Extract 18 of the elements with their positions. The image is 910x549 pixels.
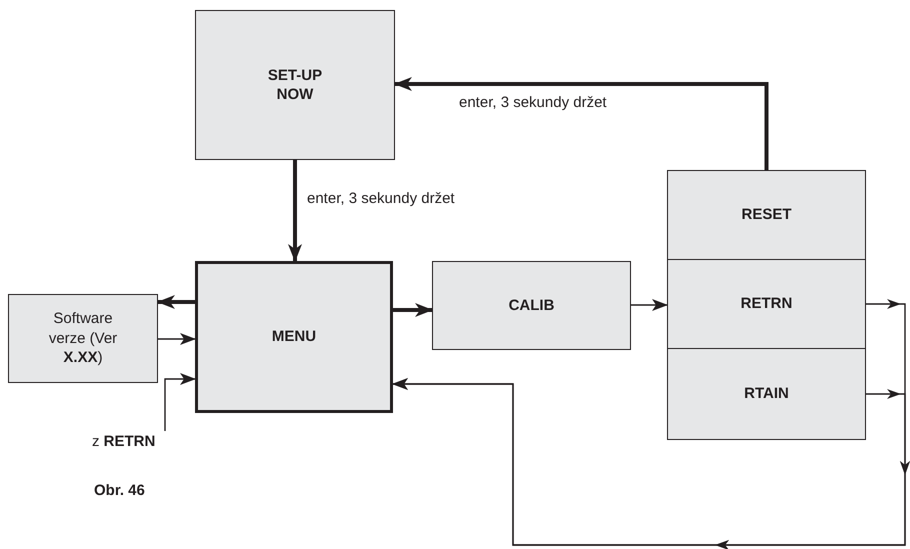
source-label: z RETRN — [92, 433, 156, 450]
menu-box — [667, 170, 866, 260]
figure-caption: Obr. 46 — [94, 482, 145, 499]
menu-box — [195, 10, 395, 160]
node-text: RESET — [741, 205, 792, 225]
menu-box — [432, 261, 631, 350]
node-text: MENU — [272, 327, 316, 347]
node-text: RETRN — [740, 294, 792, 314]
menu-box — [667, 259, 866, 349]
menu-box — [8, 294, 158, 383]
menu-box — [667, 348, 866, 440]
edge-label: enter, 3 sekundy držet — [305, 190, 457, 207]
node-text: SET-UP NOW — [266, 66, 324, 104]
node-text: RTAIN — [744, 384, 789, 404]
node-text: CALIB — [508, 296, 554, 316]
edge-label: enter, 3 sekundy držet — [457, 94, 609, 111]
node-text: Software verze (Ver X.XX) — [48, 309, 118, 368]
menu-box — [195, 261, 393, 413]
